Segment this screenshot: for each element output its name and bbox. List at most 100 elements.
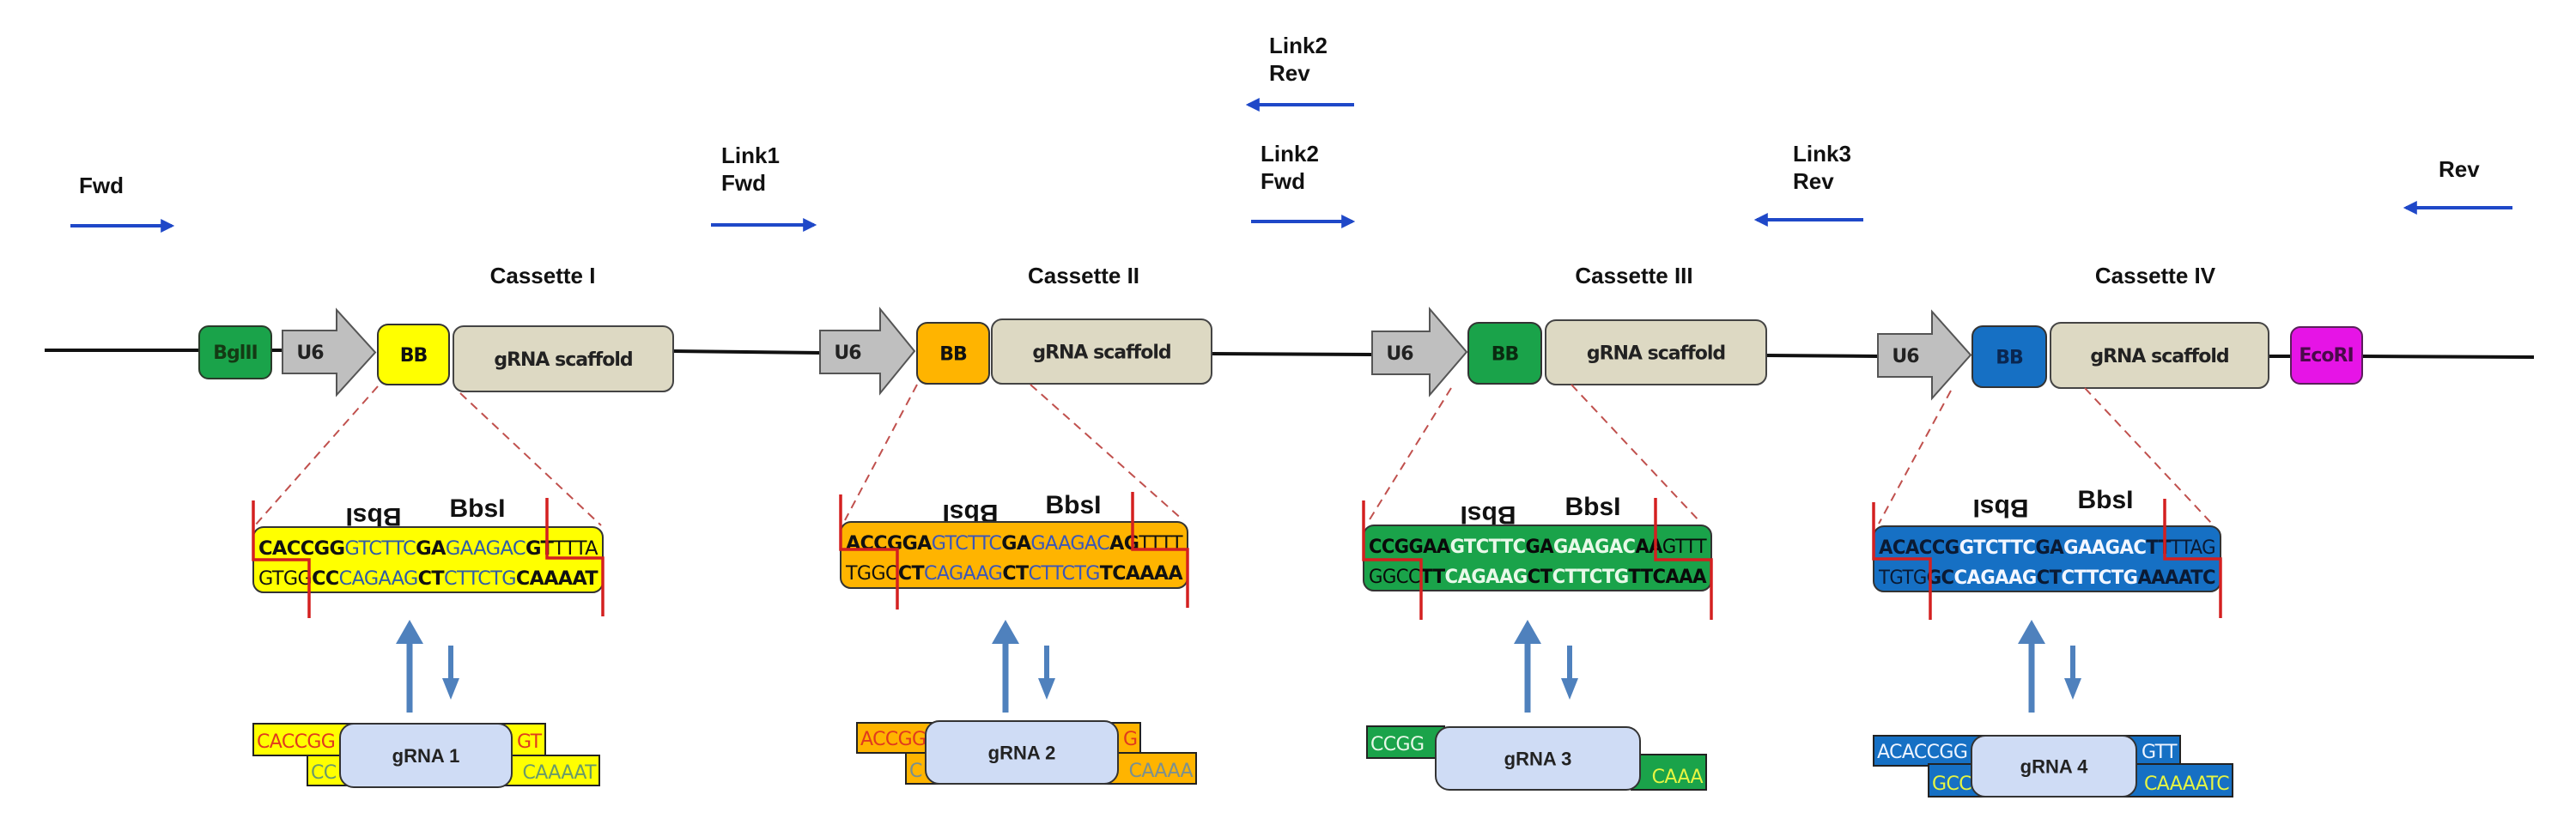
cut-site-line-right [2163,499,2222,618]
oligo-top-right-overhang: GT [517,731,543,753]
cassette-title: Cassette I [490,263,596,288]
bbsi-recognition-segment: GAAGAC [446,538,526,560]
oligo-top-left-overhang: ACCGG [860,729,926,750]
cut-site-line-left [1872,502,1932,620]
bbsi-label-reverse: BbsI [1460,500,1516,529]
sequence-segment: CAAAAT [516,568,598,590]
bbsi-recognition-segment: CAGAAG [924,563,1002,585]
bbsi-label-reverse: BbsI [345,502,401,531]
bbsi-label-forward: BbsI [2077,486,2133,514]
grna-spacer-block [925,720,1119,785]
oligo-bottom-left-overhang: C [909,761,922,782]
cut-site-line-left [252,500,311,618]
grna-label: gRNA 2 [988,743,1056,764]
svg-text:Fwd: Fwd [79,173,124,198]
primer-label-line1: Link2 [1261,141,1319,167]
bottom-strand-sequence: TGTGGCCAGAAGCTCTTCTGAAAATC [1878,567,2215,589]
sequence-segment: CC [312,568,338,590]
svg-text:Rev: Rev [1269,60,1310,86]
sequence-segment: CT [898,563,925,585]
bbsi-recognition-segment: GTCTTC [344,538,416,560]
primer-label-line1: Link3 [1793,141,1851,167]
u6-promoter-arrow-icon [1371,306,1468,397]
ligation-arrow-down-icon [1038,646,1055,700]
cut-site-line-right [1131,492,1189,608]
zoom-guide-line-left [1878,390,1952,525]
ligation-arrow-down-icon [1561,646,1578,700]
zoom-guide-line-left [1366,387,1452,525]
grna-scaffold-block [991,318,1212,385]
sequence-segment: TCAAAA [1100,563,1183,585]
oligo-top-left-overhang: CCGG [1370,734,1424,755]
ligation-arrow-down-icon [2064,646,2081,700]
bbsi-recognition-segment: CTTCTG [1028,563,1099,585]
cut-site-line-left [839,494,899,610]
zoom-guide-line-right [2084,387,2213,525]
sequence-segment: TGGC [845,563,898,585]
grna-scaffold-label: gRNA scaffold [1032,343,1170,364]
bottom-strand-sequence: GGCCTTCAGAAGCTCTTCTGTTCAAA [1369,567,1707,588]
primer-label-line1: Link2 [1269,33,1327,58]
grna-scaffold-label: gRNA scaffold [2090,346,2228,367]
oligo-top-left-overhang: CACCGG [257,731,335,753]
oligo-top-right-overhang: GTT [2142,742,2178,763]
bbsi-recognition-segment: CAGAAG [339,568,418,590]
bb-label: BB [1492,344,1519,366]
primer-link2-rev: Link2 Rev [1245,33,1354,112]
oligo-bottom-right-overhang: CAAAA [1129,761,1194,782]
ligation-arrow-up-icon [396,620,423,713]
sequence-segment: TTTT [1138,533,1183,555]
cassette-title: Cassette II [1028,263,1139,288]
sequence-segment: GGCC [1369,567,1420,588]
plasmid-backbone [45,349,2535,359]
sequence-segment: GT [526,538,554,560]
oligo-top-right-overhang: G [1123,729,1137,750]
grna-label: gRNA 1 [392,745,460,767]
grna-scaffold-label: gRNA scaffold [1587,343,1725,365]
sequence-segment: GA [2035,537,2063,559]
svg-text:Link1: Link1 [721,143,780,168]
oligo-bottom-strand [1631,754,1707,791]
sequence-segment: CT [418,568,445,590]
bbsi-recognition-segment: GAAGAC [2063,537,2146,559]
bb-block [1467,322,1542,385]
svg-text:Fwd: Fwd [721,170,766,196]
sequence-segment: GA [1001,533,1031,555]
top-strand-sequence: ACACCGGTCTTCGAGAAGACTTTTAG [1879,537,2215,559]
primer-rev: Rev [2403,156,2512,215]
oligo-bottom-left-overhang: CC [311,762,337,784]
sequence-segment: TTTA [552,538,598,560]
sequence-segment: CT [1528,567,1552,588]
sequence-segment: AA [1635,537,1662,558]
primer-label-line1: Link1 [721,143,780,168]
zoom-guide-line-left [844,384,918,521]
top-strand-sequence: CCGGAAGTCTTCGAGAAGACAAGTTT [1369,537,1707,558]
bglii-site: BglII [198,325,272,379]
sequence-segment: CACCGG [258,538,344,560]
bbsi-label-reverse: BbsI [1972,494,2028,522]
bb-label: BB [1996,348,2023,369]
oligo-bottom-right-overhang: CAAAATC [2144,773,2229,795]
grna-scaffold-block [453,325,674,392]
primer-link2-fwd: Link2 Fwd [1251,141,1356,228]
u6-promoter-arrow-icon [819,306,916,396]
cassette-title: Cassette III [1575,263,1692,288]
u6-label: U6 [296,343,324,364]
primer-label: Fwd [79,173,124,198]
u6-promoter-arrow-icon [1877,309,1972,401]
svg-text:Rev: Rev [1793,168,1834,194]
ecori-label: EcoRI [2299,345,2353,367]
bbsi-label-forward: BbsI [1045,491,1101,519]
bbsi-recognition-segment: GTCTTC [1959,537,2036,559]
sequence-segment: GA [1526,537,1554,558]
ligation-arrow-up-icon [992,620,1019,713]
ecori-site: EcoRI [2290,326,2363,385]
oligo-top-left-overhang: ACACCGG [1877,742,1967,763]
sequence-segment: TT [2146,537,2171,559]
cassette-title: Cassette IV [2095,263,2216,288]
ligation-arrow-down-icon [442,646,459,700]
sequence-segment: ACCGGA [846,533,932,555]
